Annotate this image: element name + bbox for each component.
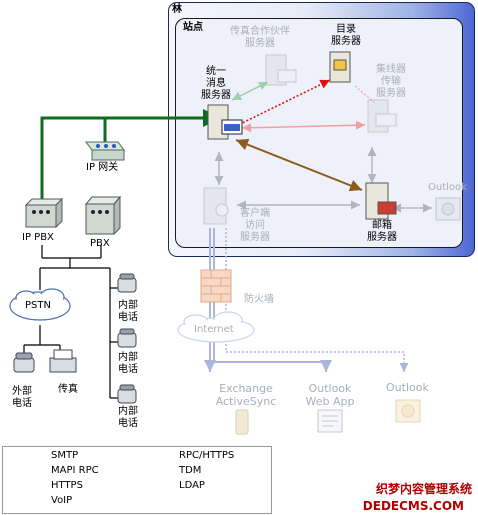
internet-label: Internet bbox=[194, 324, 234, 335]
cas-server-icon bbox=[203, 187, 229, 225]
fax-partner-server-icon bbox=[265, 54, 297, 86]
pstn-label: PSTN bbox=[25, 300, 51, 311]
um-server-label: 统一消息服务器 bbox=[201, 66, 231, 101]
internal-phone-icon bbox=[117, 384, 137, 404]
fax-machine-icon bbox=[49, 349, 77, 373]
legend-label-mapi-rpc: MAPI RPC bbox=[51, 465, 99, 476]
directory-server-icon bbox=[329, 51, 351, 83]
legend-label-voip: VoIP bbox=[51, 495, 73, 506]
outlook-right-icon bbox=[435, 197, 461, 221]
legend-label-smtp: SMTP bbox=[51, 450, 79, 461]
legend-label-ldap: LDAP bbox=[179, 480, 205, 491]
external-phone-icon bbox=[13, 352, 35, 373]
directory-server-label: 目录服务器 bbox=[331, 24, 361, 47]
forest-label: 林 bbox=[172, 4, 182, 15]
firewall-label: 防火墙 bbox=[244, 294, 274, 305]
pbx-label: PBX bbox=[90, 238, 110, 249]
mailbox-server-label: 邮箱服务器 bbox=[367, 220, 397, 243]
um-server-icon bbox=[207, 104, 243, 140]
hub-transport-server-icon bbox=[367, 99, 397, 133]
outlook-right-label: Outlook bbox=[428, 182, 467, 193]
legend-label-rpc-https: RPC/HTTPS bbox=[179, 450, 235, 461]
ip-gateway-icon bbox=[85, 141, 125, 161]
ip-pbx-icon bbox=[24, 197, 64, 229]
mailbox-server-icon bbox=[365, 182, 397, 220]
pbx-icon bbox=[84, 195, 122, 236]
hub-transport-server-label: 集线器传输服务器 bbox=[376, 64, 406, 99]
site-label: 站点 bbox=[183, 22, 203, 33]
internal-phone-label: 内部电话 bbox=[118, 406, 138, 429]
watermark-url: DEDECMS.COM bbox=[362, 499, 464, 513]
internal-phone-label: 内部电话 bbox=[118, 352, 138, 375]
owa-icon bbox=[317, 409, 343, 433]
mobile-device-icon bbox=[235, 409, 249, 435]
internal-phone-icon bbox=[117, 328, 137, 348]
cas-server-label: 客户端访问服务器 bbox=[240, 208, 270, 243]
fax-partner-server-label: 传真合作伙伴服务器 bbox=[230, 26, 290, 49]
outlook-bottom-label: Outlook bbox=[386, 381, 429, 394]
pstn-cloud bbox=[9, 288, 71, 321]
legend: SMTP MAPI RPC HTTPS VoIP RPC/HTTPS TDM L… bbox=[2, 446, 272, 514]
watermark-text: 织梦内容管理系统 bbox=[375, 482, 472, 496]
ip-gateway-label: IP 网关 bbox=[86, 162, 119, 173]
legend-label-https: HTTPS bbox=[51, 480, 83, 491]
firewall-icon bbox=[200, 269, 232, 303]
ip-pbx-label: IP PBX bbox=[22, 232, 54, 243]
fax-label: 传真 bbox=[58, 384, 78, 395]
internet-cloud bbox=[177, 311, 255, 343]
internal-phone-label: 内部电话 bbox=[118, 300, 138, 323]
external-phone-label: 外部电话 bbox=[12, 386, 32, 409]
internal-phone-icon bbox=[117, 273, 137, 293]
outlook-bottom-icon bbox=[395, 399, 421, 423]
legend-label-tdm: TDM bbox=[179, 465, 202, 476]
